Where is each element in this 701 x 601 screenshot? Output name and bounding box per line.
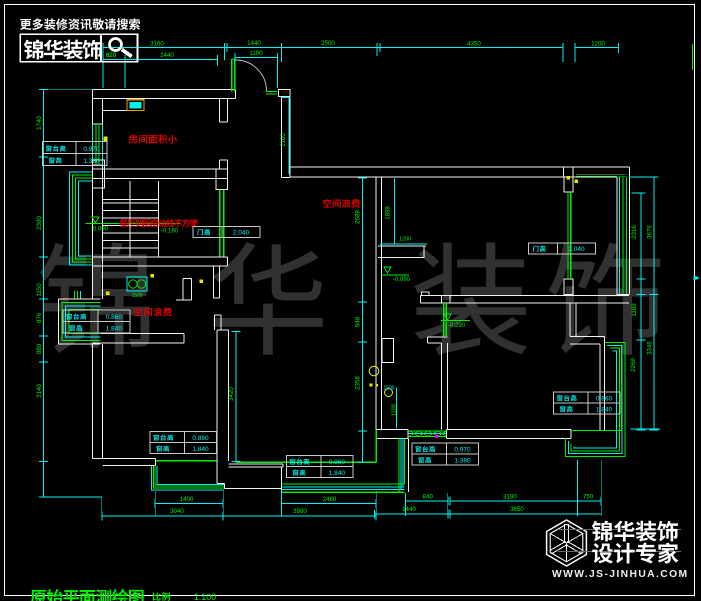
svg-text:1:100: 1:100 xyxy=(194,592,217,601)
svg-text:2688: 2688 xyxy=(355,210,362,224)
svg-text:3040: 3040 xyxy=(170,508,184,515)
svg-text:0.860: 0.860 xyxy=(596,396,613,403)
svg-text:1150: 1150 xyxy=(36,283,43,297)
svg-text:1.380: 1.380 xyxy=(83,158,100,165)
svg-text:3850: 3850 xyxy=(510,506,524,513)
svg-text:2358: 2358 xyxy=(355,376,362,390)
svg-text:1740: 1740 xyxy=(36,116,43,130)
svg-text:1188: 1188 xyxy=(631,303,638,317)
svg-text:2316: 2316 xyxy=(631,225,638,239)
svg-text:3140: 3140 xyxy=(36,384,43,398)
svg-text:620: 620 xyxy=(106,52,117,59)
svg-text:0.860: 0.860 xyxy=(192,435,209,442)
svg-text:WWW.JS-JINHUA.COM: WWW.JS-JINHUA.COM xyxy=(552,569,689,580)
svg-text:1440: 1440 xyxy=(247,40,261,47)
svg-text:3180: 3180 xyxy=(503,494,517,501)
svg-text:-0.180: -0.180 xyxy=(161,229,179,235)
svg-text:1.840: 1.840 xyxy=(329,470,346,477)
svg-text:1500: 1500 xyxy=(131,293,142,299)
svg-text:2380: 2380 xyxy=(36,216,43,230)
svg-text:1440: 1440 xyxy=(402,506,416,513)
svg-text:2.040: 2.040 xyxy=(568,246,585,253)
svg-text:4350: 4350 xyxy=(467,41,481,48)
svg-text:0.860: 0.860 xyxy=(106,314,123,321)
svg-text:620: 620 xyxy=(106,52,117,59)
svg-text:3420: 3420 xyxy=(228,387,235,401)
svg-text:2268: 2268 xyxy=(630,358,637,372)
svg-text:840: 840 xyxy=(423,494,434,501)
svg-text:-0.290: -0.290 xyxy=(448,323,466,329)
svg-text:880: 880 xyxy=(36,343,43,354)
svg-text:1188: 1188 xyxy=(392,404,398,416)
svg-text:1.380: 1.380 xyxy=(454,458,471,465)
svg-text:3160: 3160 xyxy=(150,41,164,48)
svg-text:750: 750 xyxy=(583,494,594,501)
svg-text:2.040: 2.040 xyxy=(233,230,250,237)
svg-text:2100: 2100 xyxy=(281,133,287,147)
svg-text:1888: 1888 xyxy=(386,206,392,220)
svg-text:2440: 2440 xyxy=(160,52,174,59)
svg-text:1.840: 1.840 xyxy=(192,446,209,453)
svg-text:0.860: 0.860 xyxy=(329,459,346,466)
svg-text:1200: 1200 xyxy=(591,41,605,48)
svg-text:3980: 3980 xyxy=(293,508,307,515)
svg-text:2500: 2500 xyxy=(321,40,335,47)
svg-text:876: 876 xyxy=(36,312,43,323)
svg-text:1.840: 1.840 xyxy=(106,326,123,333)
svg-text:0.970: 0.970 xyxy=(83,146,100,153)
svg-text:-0.090: -0.090 xyxy=(91,227,109,233)
svg-text:1200: 1200 xyxy=(399,237,411,243)
svg-text:3346: 3346 xyxy=(646,341,653,355)
svg-text:2480: 2480 xyxy=(323,496,337,503)
svg-text:1180: 1180 xyxy=(249,50,263,57)
svg-text:1.840: 1.840 xyxy=(596,407,613,414)
svg-text:1500: 1500 xyxy=(383,386,394,392)
svg-text:3676: 3676 xyxy=(646,225,653,239)
svg-text:0.970: 0.970 xyxy=(454,447,471,454)
svg-text:1400: 1400 xyxy=(180,496,194,503)
svg-text:-0.090: -0.090 xyxy=(393,277,411,283)
svg-text:948: 948 xyxy=(355,316,362,327)
